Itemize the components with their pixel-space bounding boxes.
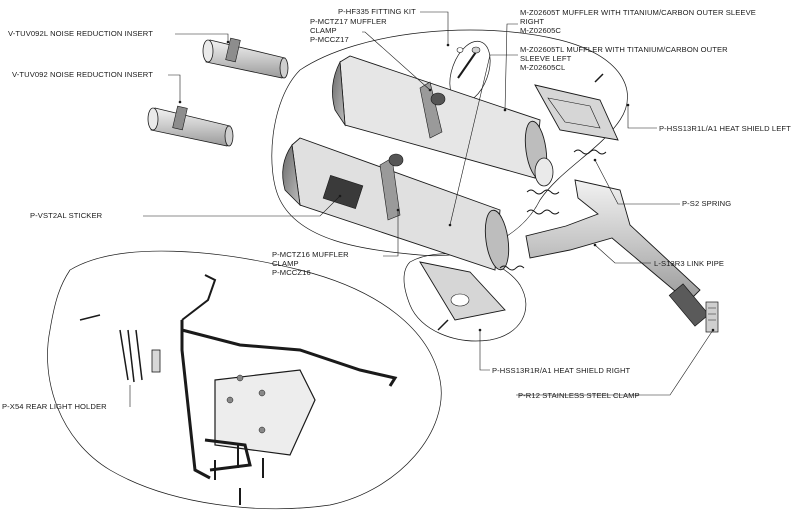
label-heat-shield-right: P-HSS13R1R/A1 HEAT SHIELD RIGHT — [492, 366, 631, 375]
leader-lines — [129, 11, 714, 407]
link-pipe — [525, 179, 710, 327]
heat-shield-left — [534, 73, 619, 141]
noise-insert-upper — [202, 37, 289, 79]
label-link-pipe: L-S13R3 LINK PIPE — [654, 259, 725, 268]
rear-light-holder — [79, 274, 398, 505]
springs — [499, 149, 607, 271]
leader-dots — [178, 40, 715, 332]
label-spring: P-S2 SPRING — [682, 199, 732, 208]
label-muffler-clamp-16: P-MCTZ16 MUFFLER CLAMP P-MCCZ16 — [272, 250, 349, 277]
label-noise-insert-left: V-TUV092L NOISE REDUCTION INSERT — [8, 29, 153, 38]
label-fitting-kit: P-HF335 FITTING KIT — [338, 7, 416, 16]
muffler-right — [332, 55, 554, 187]
fitting-kit-bolt — [456, 46, 481, 79]
label-rear-light-holder: P-X54 REAR LIGHT HOLDER — [2, 402, 107, 411]
label-noise-insert: V-TUV092 NOISE REDUCTION INSERT — [12, 70, 153, 79]
label-stainless-clamp: P-R12 STAINLESS STEEL CLAMP — [518, 391, 640, 400]
label-muffler-right: M-Z02605T MUFFLER WITH TITANIUM/CARBON O… — [520, 8, 756, 35]
label-muffler-left: M-Z02605TL MUFFLER WITH TITANIUM/CARBON … — [520, 45, 728, 72]
muffler-group-outline — [271, 29, 628, 257]
stainless-clamp — [705, 301, 719, 333]
label-sticker: P-VST2AL STICKER — [30, 211, 103, 220]
label-heat-shield-left: P-HSS13R1L/A1 HEAT SHIELD LEFT — [659, 124, 791, 133]
muffler-left — [282, 137, 510, 271]
label-muffler-clamp-17: P-MCTZ17 MUFFLER CLAMP P-MCCZ17 — [310, 17, 387, 44]
noise-insert-lower — [147, 105, 234, 147]
heat-shield-right — [419, 261, 506, 331]
rear-light-holder-outline — [47, 250, 442, 510]
